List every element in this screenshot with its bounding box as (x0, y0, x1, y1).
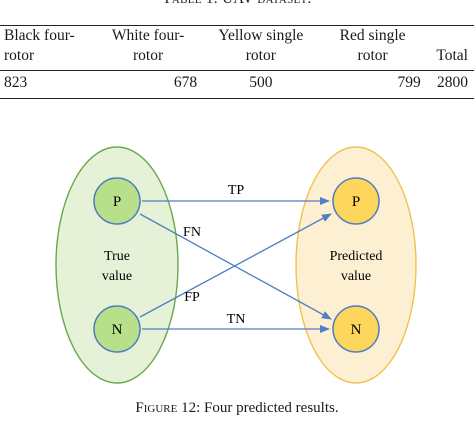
predicted-positive-node-label: P (352, 194, 360, 210)
true-value-label-line2: value (102, 269, 132, 284)
predicted-value-group (295, 146, 417, 384)
true-value-label-line1: True (104, 249, 130, 264)
fp-arrow (139, 213, 332, 318)
fn-arrow (139, 213, 332, 320)
header-black-four-rotor: Black four- rotor (4, 27, 75, 64)
header-total: Total (436, 47, 468, 64)
true-positive-node (93, 177, 141, 225)
true-value-group (55, 146, 179, 384)
prediction-results-diagram: True value Predicted value TP FN FP TN P… (55, 146, 417, 384)
tp-label: TP (228, 183, 245, 198)
tn-label: TN (227, 312, 246, 327)
fn-label: FN (183, 225, 201, 240)
header-yellow-single-rotor: Yellow single rotor (218, 27, 304, 64)
uav-dataset-table: Black four- rotor White four- rotor Yell… (0, 26, 474, 93)
table-row: 823 678 500 799 2800 (0, 66, 474, 93)
figure-caption: Figure 12: Four predicted results. (0, 400, 474, 417)
table-top-rule (0, 25, 474, 27)
cell-red-single-rotor: 799 (397, 74, 421, 91)
table-caption: Table 1: UAV dataset. (0, 0, 474, 8)
cell-white-four-rotor: 678 (173, 74, 198, 91)
figure-caption-label: Figure 12: (135, 400, 201, 416)
fp-label: FP (184, 290, 200, 305)
cell-black-four-rotor: 823 (4, 74, 28, 91)
predicted-value-label-line1: Predicted (330, 249, 383, 264)
true-negative-node (93, 305, 141, 353)
true-positive-node-label: P (113, 194, 121, 210)
figure-caption-text: Four predicted results. (200, 400, 339, 416)
header-white-four-rotor: White four- rotor (111, 27, 185, 64)
cell-total: 2800 (437, 74, 468, 91)
table-header-row: Black four- rotor White four- rotor Yell… (0, 26, 474, 66)
predicted-value-label-line2: value (341, 269, 371, 284)
header-red-single-rotor: Red single rotor (339, 27, 406, 64)
cell-yellow-single-rotor: 500 (249, 74, 273, 91)
predicted-negative-node (332, 305, 380, 353)
true-negative-node-label: N (112, 322, 123, 338)
table-header-rule (0, 70, 474, 71)
predicted-positive-node (332, 177, 380, 225)
predicted-negative-node-label: N (351, 322, 362, 338)
table-bottom-rule (0, 98, 474, 100)
